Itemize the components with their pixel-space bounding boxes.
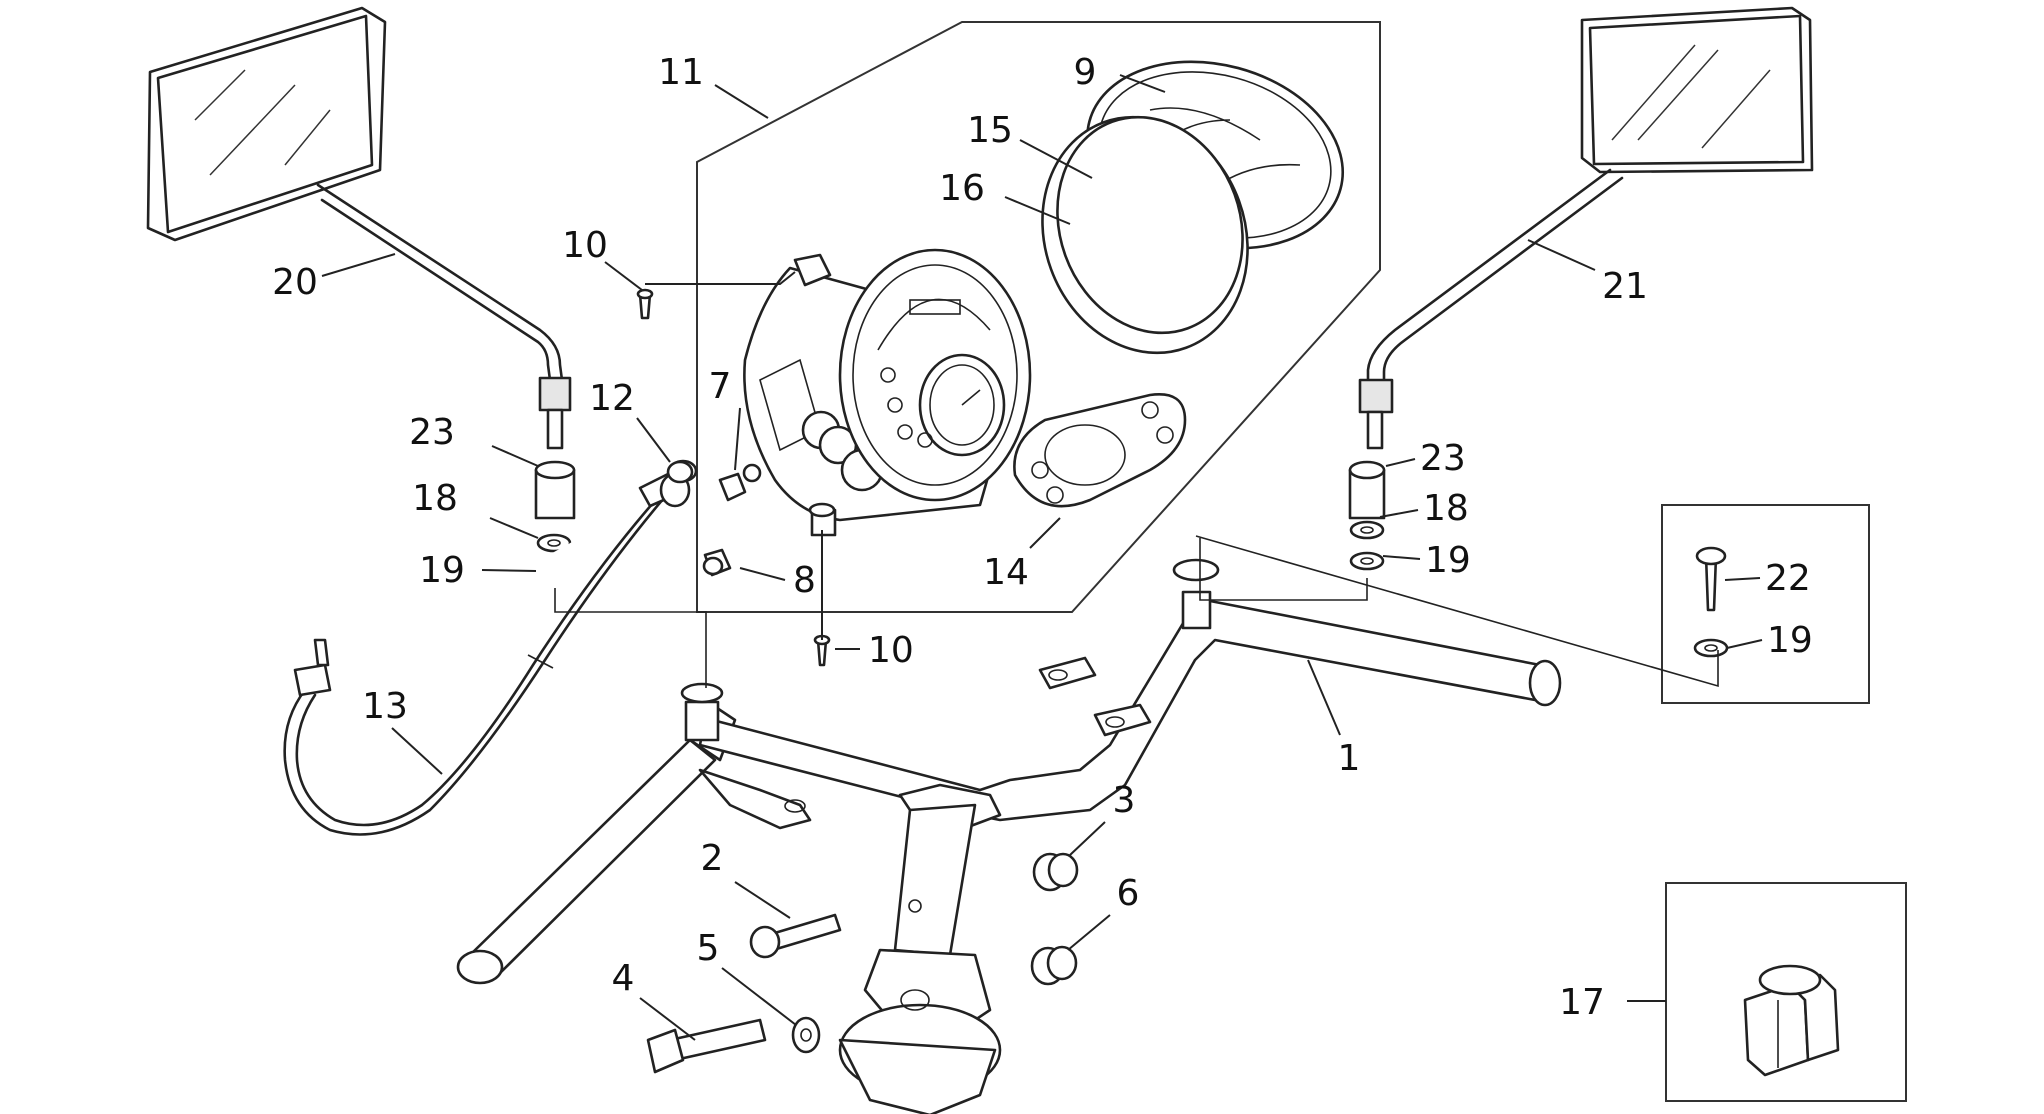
bolt-2 <box>749 913 842 959</box>
callout-8: 8 <box>793 560 816 601</box>
cap-3 <box>1032 852 1079 892</box>
callout-labels: 1 2 3 4 5 6 7 8 9 10 10 11 12 13 14 15 1… <box>272 52 1813 1023</box>
callout-22: 22 <box>1765 558 1811 599</box>
callout-18-right: 18 <box>1423 488 1469 529</box>
callout-3: 3 <box>1113 780 1136 821</box>
bolt-4 <box>646 1018 767 1074</box>
callout-11: 11 <box>658 52 704 93</box>
callout-6: 6 <box>1117 873 1140 914</box>
callout-16: 16 <box>939 168 985 209</box>
o-ring <box>666 460 694 484</box>
callout-15: 15 <box>967 110 1013 151</box>
callout-23-right: 23 <box>1420 438 1466 479</box>
left-mirror <box>146 6 572 450</box>
callout-4: 4 <box>612 958 635 999</box>
cap-6 <box>1030 945 1078 986</box>
callout-21: 21 <box>1602 266 1648 307</box>
callout-23-left: 23 <box>409 412 455 453</box>
callout-13: 13 <box>362 686 408 727</box>
callout-19-right: 19 <box>1425 540 1471 581</box>
leader-lines <box>321 74 1763 1041</box>
callout-2: 2 <box>701 838 724 879</box>
screw-top <box>636 288 654 320</box>
washer-5 <box>791 1016 821 1054</box>
screw-kit-box <box>1661 504 1870 704</box>
callout-10-top: 10 <box>562 225 608 266</box>
callout-12: 12 <box>589 378 635 419</box>
instrument-cluster <box>702 60 1345 577</box>
callout-10-bottom: 10 <box>868 630 914 671</box>
speedometer-cable <box>283 459 698 836</box>
callout-19-left: 19 <box>419 550 465 591</box>
handlebar <box>456 558 1562 985</box>
right-mirror <box>1358 6 1814 450</box>
steering-stem <box>838 803 1002 1114</box>
right-spacers <box>1348 460 1386 571</box>
screw-22 <box>1695 546 1727 612</box>
callout-14: 14 <box>983 552 1029 593</box>
callout-18-left: 18 <box>412 478 458 519</box>
dashboard-group-box <box>696 21 1381 613</box>
callout-9: 9 <box>1074 52 1097 93</box>
callout-1: 1 <box>1338 738 1361 779</box>
callout-5: 5 <box>697 928 720 969</box>
callout-17: 17 <box>1559 982 1605 1023</box>
screw-bottom <box>813 634 831 667</box>
clip-detail-box <box>1665 882 1907 1102</box>
callout-7: 7 <box>709 366 732 407</box>
clip-17 <box>1743 964 1840 1077</box>
callout-19-kit: 19 <box>1767 620 1813 661</box>
callout-20: 20 <box>272 262 318 303</box>
washer-19-kit <box>1693 638 1729 658</box>
